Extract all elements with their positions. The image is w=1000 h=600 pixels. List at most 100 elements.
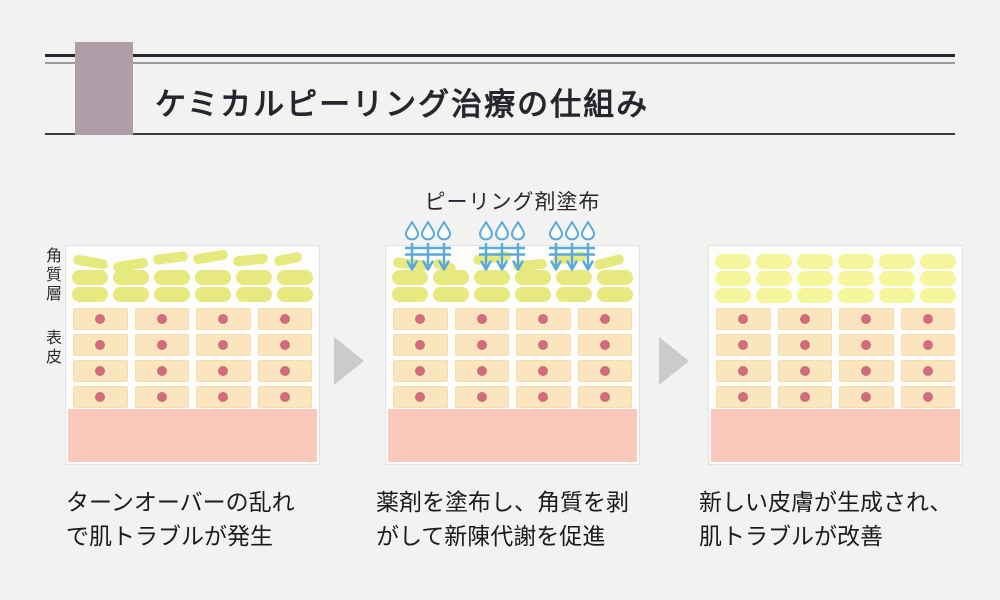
header-rule-thin: [45, 62, 955, 64]
corneum-cell: [756, 288, 792, 303]
cell-nucleus: [95, 366, 106, 376]
cell-nucleus: [95, 340, 106, 350]
cell-nucleus: [861, 392, 872, 402]
caption-line: ターンオーバーの乱れ: [66, 490, 295, 515]
epidermis-cell: [257, 360, 312, 382]
corneum-cell: [474, 270, 510, 285]
epidermis-layer: [73, 308, 312, 408]
corneum-cell: [154, 287, 190, 302]
epidermis-cell: [134, 334, 189, 356]
cell-nucleus: [922, 392, 933, 402]
epidermis-cell: [516, 334, 571, 356]
dermis-layer: [68, 409, 317, 462]
corneum-flake: [152, 250, 189, 266]
cell-nucleus: [799, 314, 810, 324]
epidermis-cell: [454, 334, 509, 356]
cell-nucleus: [922, 366, 933, 376]
corneum-cells-row: [72, 270, 313, 285]
epidermis-cell: [393, 386, 448, 408]
corneum-cell: [195, 287, 231, 302]
epidermis-label: 表皮: [43, 329, 60, 367]
cell-nucleus: [922, 314, 933, 324]
cell-nucleus: [279, 366, 290, 376]
corneum-cell: [797, 288, 833, 303]
cell-nucleus: [156, 314, 167, 324]
corneum-cell: [72, 287, 108, 302]
corneum-cell: [236, 287, 272, 302]
corneum-cell: [515, 270, 551, 285]
epidermis-cell: [196, 308, 251, 330]
epidermis-cell: [777, 360, 832, 382]
corneum-cells-row: [392, 270, 633, 285]
cell-nucleus: [799, 392, 810, 402]
epidermis-cell: [516, 308, 571, 330]
cell-nucleus: [538, 392, 549, 402]
epidermis-cell: [777, 386, 832, 408]
cell-nucleus: [538, 340, 549, 350]
cell-nucleus: [861, 366, 872, 376]
stratum-corneum-layer: [72, 249, 313, 304]
flow-arrow-icon: [334, 337, 364, 385]
corneum-cell: [556, 270, 592, 285]
cell-nucleus: [156, 392, 167, 402]
epidermis-cell: [454, 386, 509, 408]
epidermis-cell: [134, 360, 189, 382]
epidermis-cell: [577, 308, 632, 330]
cell-nucleus: [218, 392, 229, 402]
epidermis-cell: [716, 360, 771, 382]
corneum-cell: [236, 270, 272, 285]
cell-nucleus: [738, 366, 749, 376]
corneum-cell: [556, 287, 592, 302]
epidermis-cell: [577, 386, 632, 408]
cell-nucleus: [861, 340, 872, 350]
cell-nucleus: [738, 392, 749, 402]
peeling-droplets-icon: [405, 221, 451, 271]
cell-nucleus: [415, 366, 426, 376]
cell-nucleus: [599, 392, 610, 402]
corneum-flake: [72, 254, 108, 270]
corneum-cell: [113, 287, 149, 302]
epidermis-cell: [577, 360, 632, 382]
corneum-cell: [515, 287, 551, 302]
skin-panel-during: [385, 245, 640, 465]
corneum-cell: [113, 270, 149, 285]
epidermis-cell: [900, 360, 955, 382]
corneum-cell: [879, 288, 915, 303]
corneum-cell: [72, 270, 108, 285]
epidermis-cell: [454, 308, 509, 330]
caption-line: 新しい皮膚が生成され、: [699, 490, 953, 515]
corneum-cell: [277, 270, 313, 285]
dermis-layer: [388, 409, 637, 462]
corneum-cell: [920, 254, 956, 269]
caption-line: がして新陳代謝を促進: [376, 524, 606, 549]
cell-nucleus: [95, 392, 106, 402]
corneum-cell: [879, 271, 915, 286]
cell-nucleus: [279, 340, 290, 350]
corneum-cell: [838, 288, 874, 303]
corneum-flake: [233, 253, 269, 267]
epidermis-cell: [73, 386, 128, 408]
cell-nucleus: [599, 366, 610, 376]
epidermis-cell: [716, 386, 771, 408]
corneum-cell: [920, 271, 956, 286]
epidermis-cell: [577, 334, 632, 356]
epidermis-cell: [134, 308, 189, 330]
header-accent-bar: [75, 42, 133, 135]
cell-nucleus: [218, 314, 229, 324]
cell-nucleus: [415, 314, 426, 324]
epidermis-cell: [900, 334, 955, 356]
corneum-cell: [392, 287, 428, 302]
epidermis-cell: [257, 334, 312, 356]
header-divider: [45, 133, 955, 135]
corneum-flake: [272, 251, 303, 267]
cell-nucleus: [156, 366, 167, 376]
epidermis-cell: [454, 360, 509, 382]
corneum-cell: [474, 287, 510, 302]
corneum-cells-row: [715, 254, 956, 269]
corneum-cells-row: [715, 271, 956, 286]
epidermis-cell: [257, 308, 312, 330]
corneum-cell: [597, 287, 633, 302]
epidermis-cell: [900, 386, 955, 408]
cell-nucleus: [415, 340, 426, 350]
corneum-cells-row: [715, 288, 956, 303]
